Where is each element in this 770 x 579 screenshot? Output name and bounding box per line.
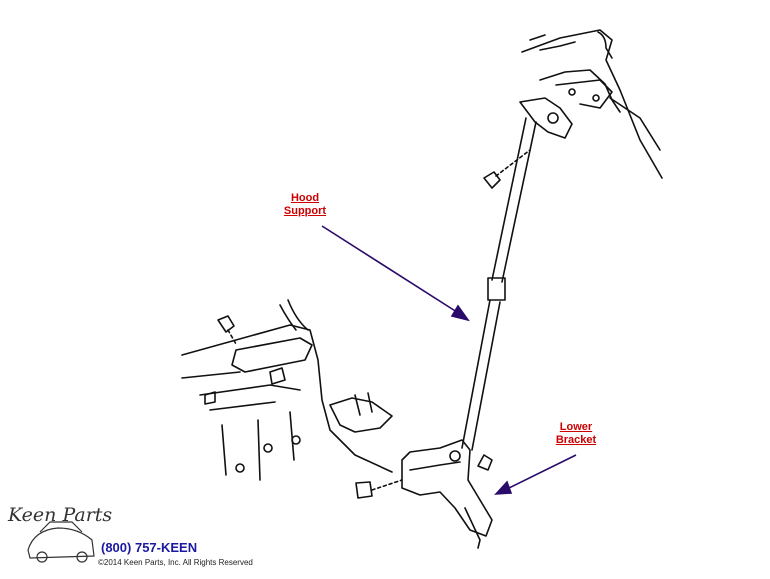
- hood-support-label-line2: Support: [283, 205, 327, 217]
- hood-support-rod: [461, 117, 537, 451]
- hood-support-label[interactable]: Hood Support: [280, 192, 330, 218]
- lower-bracket-arrow: [504, 454, 577, 491]
- keen-parts-logo: Keen Parts: [8, 504, 113, 526]
- lower-bracket-label-line1: Lower: [559, 421, 593, 433]
- hood-support-arrowhead: [450, 304, 470, 322]
- copyright-notice: ©2014 Keen Parts, Inc. All Rights Reserv…: [98, 558, 253, 567]
- logo-car-icon: [27, 521, 95, 563]
- lower-bracket-arrowhead: [494, 480, 513, 495]
- phone-number[interactable]: (800) 757-KEEN: [101, 540, 198, 555]
- upper-hinge-assembly: [519, 29, 663, 179]
- lower-bracket-label[interactable]: Lower Bracket: [551, 421, 601, 447]
- hood-support-label-line1: Hood: [290, 192, 320, 204]
- lower-bracket-part: [355, 439, 493, 549]
- inner-fender-structure: [181, 299, 393, 481]
- hood-support-arrow: [321, 225, 461, 315]
- upper-bolt: [483, 149, 531, 189]
- lower-bracket-label-line2: Bracket: [555, 434, 597, 446]
